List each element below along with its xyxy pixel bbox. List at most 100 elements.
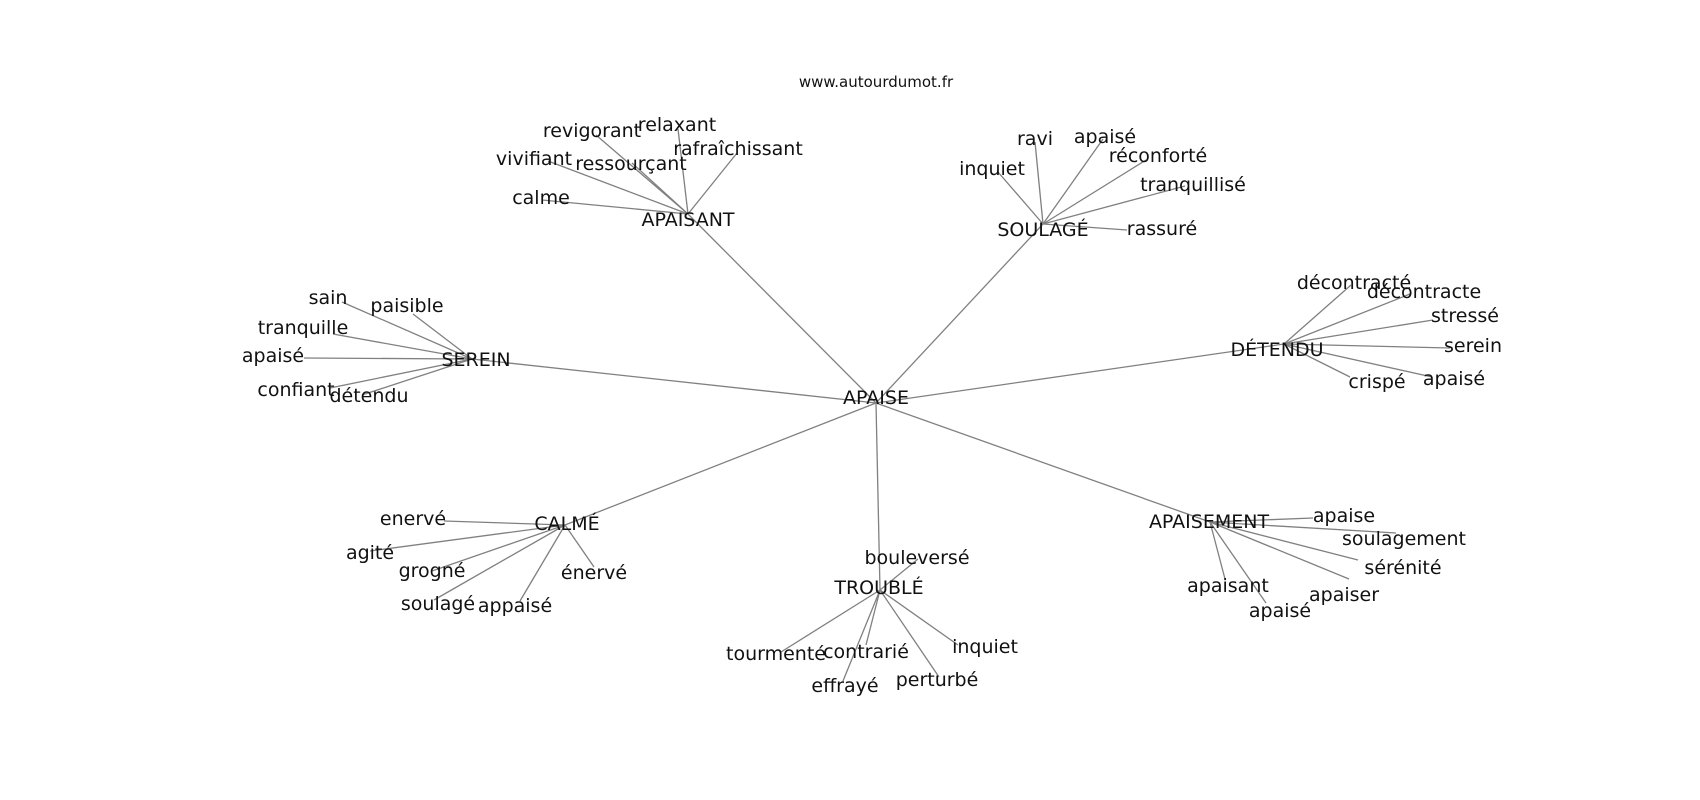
hub-node[interactable]: APAISEMENT bbox=[1149, 511, 1270, 533]
word-node[interactable]: perturbé bbox=[896, 669, 979, 691]
word-node[interactable]: stressé bbox=[1431, 305, 1499, 327]
word-node[interactable]: confiant bbox=[257, 379, 334, 401]
edge-hub-word bbox=[997, 171, 1044, 225]
word-node[interactable]: effrayé bbox=[811, 675, 878, 697]
edge-hub-word bbox=[1283, 343, 1351, 378]
edge-center-hub bbox=[875, 402, 881, 591]
edge-hub-word bbox=[303, 357, 473, 360]
word-node[interactable]: détendu bbox=[329, 385, 408, 407]
edge-hub-word bbox=[1283, 293, 1411, 345]
edge-hub-word bbox=[564, 524, 595, 568]
edge-hub-word bbox=[1283, 284, 1352, 345]
edge-hub-word bbox=[677, 128, 689, 215]
hub-node[interactable]: APAISANT bbox=[641, 209, 734, 231]
word-node[interactable]: sain bbox=[309, 287, 348, 309]
edge-hub-word bbox=[361, 358, 473, 396]
word-node[interactable]: inquiet bbox=[952, 636, 1018, 658]
hub-node[interactable]: SEREIN bbox=[441, 349, 510, 371]
word-node[interactable]: crispé bbox=[1348, 371, 1405, 393]
word-node[interactable]: calme bbox=[512, 187, 570, 209]
edge-hub-word bbox=[369, 524, 566, 552]
edge-hub-word bbox=[1042, 159, 1147, 225]
edge-hub-word bbox=[1283, 343, 1433, 378]
edge-hub-word bbox=[433, 524, 566, 601]
word-node[interactable]: bouleversé bbox=[864, 547, 969, 569]
edge-hub-word bbox=[879, 558, 919, 591]
edge-center-hub bbox=[471, 358, 877, 404]
edge-hub-word bbox=[1042, 223, 1128, 231]
edge-hub-word bbox=[1209, 521, 1397, 534]
edge-hub-word bbox=[1209, 521, 1267, 604]
edge-center-hub bbox=[875, 343, 1285, 404]
edge-hub-word bbox=[1283, 343, 1451, 349]
edge-hub-word bbox=[412, 313, 473, 360]
edge-hub-word bbox=[1034, 141, 1044, 225]
word-node[interactable]: grogné bbox=[399, 560, 466, 582]
edge-hub-word bbox=[443, 520, 566, 526]
edge-hub-word bbox=[547, 160, 689, 215]
graph-edges bbox=[303, 128, 1451, 682]
word-node[interactable]: contrarié bbox=[823, 641, 909, 663]
graph-labels: www.autourdumot.fr APAISE revigorantrela… bbox=[242, 73, 1502, 697]
word-node[interactable]: paisible bbox=[370, 295, 443, 317]
edge-hub-word bbox=[1283, 319, 1434, 345]
edge-hub-word bbox=[1209, 521, 1359, 561]
word-node[interactable]: revigorant bbox=[543, 120, 641, 142]
word-node[interactable]: enervé bbox=[380, 508, 446, 530]
word-node[interactable]: agité bbox=[346, 542, 394, 564]
word-node[interactable]: apaiser bbox=[1309, 584, 1379, 606]
word-node[interactable]: ressourçant bbox=[575, 153, 687, 175]
word-node[interactable]: sérénité bbox=[1364, 557, 1441, 579]
word-node[interactable]: rafraîchissant bbox=[673, 138, 803, 160]
edge-hub-word bbox=[1209, 521, 1226, 580]
word-node[interactable]: décontracte bbox=[1367, 281, 1481, 303]
word-node[interactable]: appaisé bbox=[478, 595, 552, 617]
word-node[interactable]: énervé bbox=[561, 562, 627, 584]
edge-hub-word bbox=[431, 524, 566, 572]
word-node[interactable]: soulagé bbox=[401, 593, 475, 615]
edge-hub-word bbox=[541, 199, 689, 215]
word-node[interactable]: décontracté bbox=[1297, 272, 1411, 294]
hub-node[interactable]: DÉTENDU bbox=[1231, 338, 1324, 361]
word-node[interactable]: apaisant bbox=[1187, 575, 1269, 597]
word-node[interactable]: apaisé bbox=[1074, 126, 1136, 148]
edge-hub-word bbox=[332, 333, 473, 360]
word-node[interactable]: vivifiant bbox=[496, 148, 572, 170]
edge-hub-word bbox=[842, 589, 881, 682]
word-node[interactable]: tourmenté bbox=[726, 643, 826, 665]
word-node[interactable]: tranquillisé bbox=[1140, 174, 1246, 196]
word-node[interactable]: réconforté bbox=[1109, 145, 1207, 167]
edge-hub-word bbox=[1209, 521, 1350, 580]
word-node[interactable]: serein bbox=[1444, 335, 1502, 357]
hub-node[interactable]: SOULAGÉ bbox=[997, 218, 1088, 241]
edge-hub-word bbox=[780, 589, 881, 653]
edge-center-hub bbox=[564, 402, 877, 526]
edge-hub-word bbox=[1042, 138, 1104, 225]
edge-hub-word bbox=[329, 358, 473, 389]
edge-center-hub bbox=[875, 402, 1211, 523]
edge-hub-word bbox=[687, 152, 738, 215]
center-node[interactable]: APAISE bbox=[843, 387, 909, 409]
word-node[interactable]: apaisé bbox=[1249, 600, 1311, 622]
edge-hub-word bbox=[1209, 517, 1314, 523]
edge-hub-word bbox=[879, 589, 959, 646]
hub-node[interactable]: CALMÉ bbox=[534, 512, 599, 535]
edge-hub-word bbox=[865, 589, 881, 646]
word-node[interactable]: apaisé bbox=[1423, 368, 1485, 390]
edge-center-hub bbox=[687, 213, 877, 404]
word-node[interactable]: relaxant bbox=[638, 114, 716, 136]
edge-hub-word bbox=[519, 524, 566, 602]
word-node[interactable]: apaise bbox=[1313, 505, 1375, 527]
word-node[interactable]: inquiet bbox=[959, 158, 1025, 180]
word-node[interactable]: soulagement bbox=[1342, 528, 1466, 550]
edge-hub-word bbox=[879, 589, 940, 678]
word-node[interactable]: apaisé bbox=[242, 345, 304, 367]
site-title[interactable]: www.autourdumot.fr bbox=[799, 73, 954, 91]
hub-node[interactable]: TROUBLÉ bbox=[833, 576, 923, 599]
edge-hub-word bbox=[1042, 185, 1186, 225]
word-node[interactable]: ravi bbox=[1017, 128, 1053, 150]
word-node[interactable]: rassuré bbox=[1127, 218, 1197, 240]
edge-hub-word bbox=[341, 301, 473, 360]
word-node[interactable]: tranquille bbox=[258, 317, 349, 339]
